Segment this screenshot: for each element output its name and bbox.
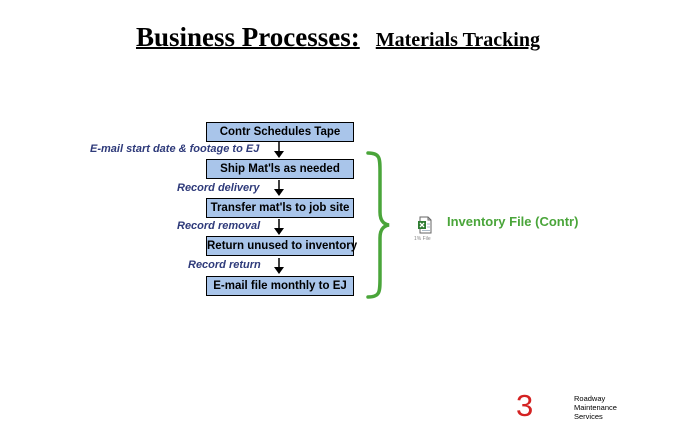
process-box-return-unused: Return unused to inventory xyxy=(206,236,357,256)
process-box-ship-materials: Ship Mat'ls as needed xyxy=(206,159,354,179)
step-label-email-start: E-mail start date & footage to EJ xyxy=(90,143,260,155)
process-box-contr-schedules: Contr Schedules Tape xyxy=(206,122,354,142)
company-line: Maintenance xyxy=(574,403,617,412)
step-label-record-delivery: Record delivery xyxy=(177,182,260,194)
company-name: Roadway Maintenance Services xyxy=(574,394,617,421)
slide-title: Business Processes: Materials Tracking xyxy=(0,22,676,53)
step-label-record-removal: Record removal xyxy=(177,220,261,232)
spreadsheet-file-icon xyxy=(418,216,432,234)
process-box-transfer-materials: Transfer mat'ls to job site xyxy=(206,198,354,218)
step-label-record-return: Record return xyxy=(188,259,261,271)
down-arrow-icon xyxy=(274,258,284,274)
inventory-file-label: Inventory File (Contr) xyxy=(447,214,579,229)
title-sub: Materials Tracking xyxy=(375,29,540,51)
down-arrow-icon xyxy=(274,219,284,235)
down-arrow-icon xyxy=(274,180,284,196)
company-line: Services xyxy=(574,412,603,421)
file-icon-caption: 1% File xyxy=(414,236,431,242)
down-arrow-icon xyxy=(274,142,284,158)
company-line: Roadway xyxy=(574,394,606,403)
title-main: Business Processes: xyxy=(135,22,360,52)
page-number: 3 xyxy=(516,388,534,423)
curly-brace-icon xyxy=(366,151,390,299)
process-box-email-file: E-mail file monthly to EJ xyxy=(206,276,354,296)
